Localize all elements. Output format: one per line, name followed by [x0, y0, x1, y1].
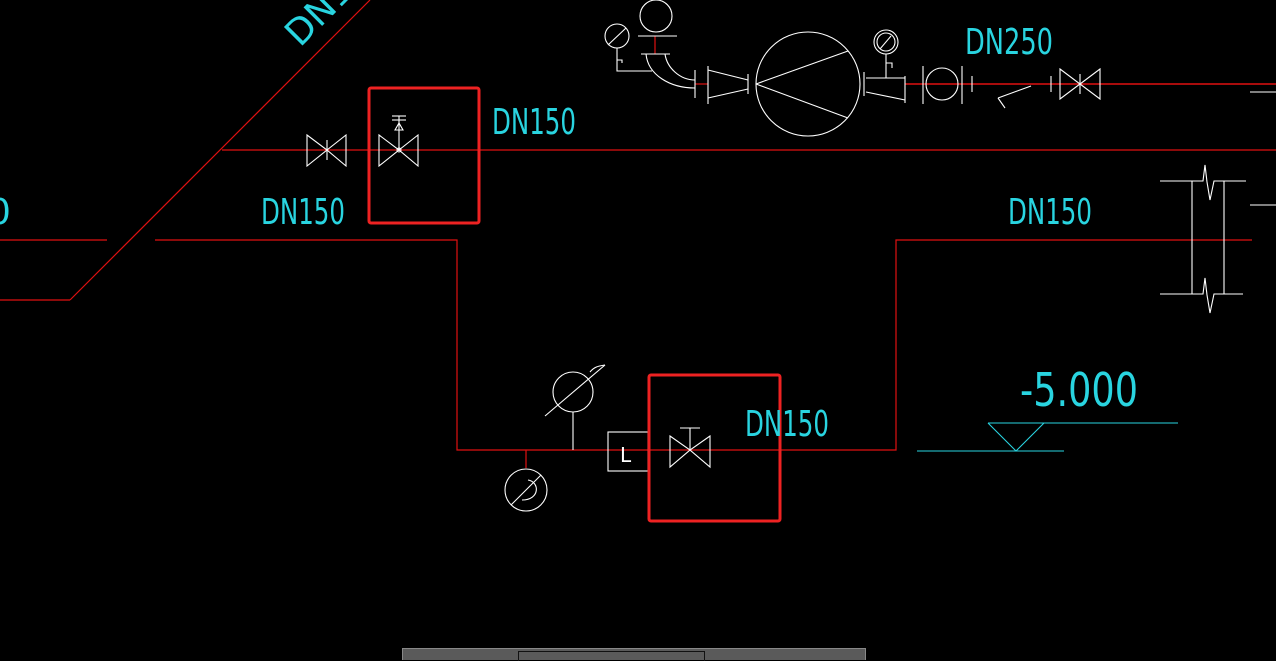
pressure-gauge-icon: [504, 468, 548, 512]
pressure-gauge-icon: [604, 23, 652, 72]
pump-icon[interactable]: [755, 31, 861, 137]
loop-pipe: [155, 239, 1252, 451]
check-valve-icon: [997, 76, 1052, 109]
command-input[interactable]: [518, 651, 705, 661]
gate-valve-icon[interactable]: [1059, 67, 1101, 101]
pipe-label-left-cut: 0: [0, 192, 11, 233]
flexible-joint-icon: [1160, 164, 1246, 314]
gate-valve-icon[interactable]: [669, 427, 711, 469]
pipes: [0, 0, 1276, 468]
status-bar[interactable]: [402, 648, 866, 661]
pipe-label-right-branch: DN150: [1008, 192, 1092, 233]
gate-valve-icon[interactable]: [306, 133, 347, 168]
level-box-icon: L: [607, 431, 649, 472]
reducer-inlet-icon: [694, 66, 749, 104]
level-box-label: L: [620, 443, 632, 467]
pipe-label-pump-discharge: DN250: [965, 22, 1053, 63]
pipe-label-upper-branch: DN150: [492, 102, 576, 143]
pipe-label-bottom-valve: DN150: [745, 404, 829, 445]
diagonal-pipe: [69, 0, 371, 301]
highlight-box-control-valve[interactable]: [367, 86, 481, 225]
elevation-label: -5.000: [1020, 363, 1138, 417]
pipe-label-lower-left: DN150: [261, 192, 345, 233]
thermometer-icon: [544, 364, 606, 450]
highlight-box-gate-valve[interactable]: [647, 373, 782, 523]
control-valve-icon[interactable]: [378, 115, 419, 168]
pressure-gauge-icon: [873, 29, 899, 78]
elevation-marker-icon: [917, 422, 1178, 452]
expansion-tank-icon: [638, 0, 696, 89]
reducer-outlet-icon: [863, 72, 906, 103]
flow-meter-icon: [922, 66, 973, 104]
